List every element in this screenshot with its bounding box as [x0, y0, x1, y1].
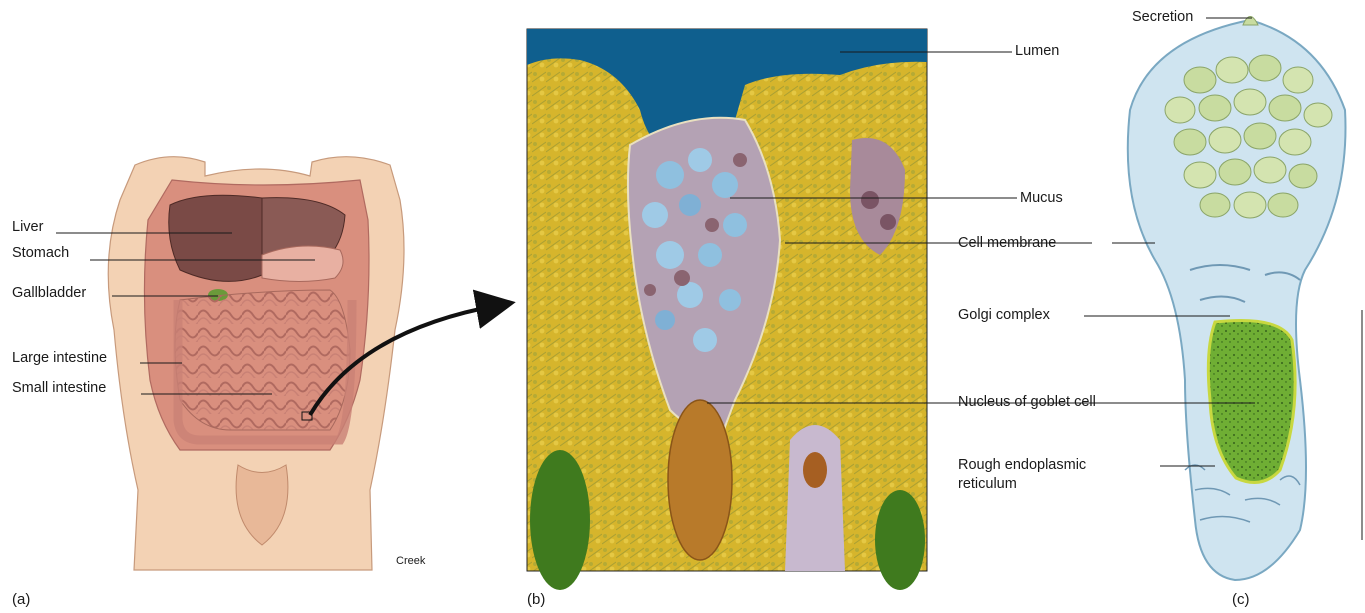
label-gallbladder: Gallbladder	[12, 285, 86, 302]
small-intestine-shape	[175, 290, 350, 430]
neighbor-nucleus-shape	[803, 452, 827, 488]
liver-shape	[169, 195, 262, 281]
left-cell-nucleus	[530, 450, 590, 590]
label-cell-membrane: Cell membrane	[958, 235, 1056, 252]
label-rer-line2: reticulum	[958, 476, 1017, 493]
micrograph	[527, 29, 927, 590]
panel-letter-b: (b)	[527, 591, 545, 608]
neighbor-cell-shape	[785, 425, 845, 571]
goblet-cell-drawing	[1128, 17, 1346, 581]
right-cell-nucleus	[875, 490, 925, 590]
credit-creek: Creek	[396, 555, 425, 567]
stomach-shape	[262, 246, 343, 282]
label-large-intestine: Large intestine	[12, 350, 107, 367]
panel-letter-a: (a)	[12, 591, 30, 608]
label-rer-line1: Rough endoplasmic	[958, 457, 1086, 474]
label-liver: Liver	[12, 219, 43, 236]
label-golgi-complex: Golgi complex	[958, 307, 1050, 324]
panel-letter-c: (c)	[1232, 591, 1250, 608]
label-mucus: Mucus	[1020, 190, 1063, 207]
label-lumen: Lumen	[1015, 43, 1059, 60]
label-secretion: Secretion	[1132, 9, 1193, 26]
label-small-intestine: Small intestine	[12, 380, 106, 397]
label-stomach: Stomach	[12, 245, 69, 262]
label-nucleus-goblet: Nucleus of goblet cell	[958, 394, 1096, 411]
goblet-nucleus-shape	[668, 400, 732, 560]
